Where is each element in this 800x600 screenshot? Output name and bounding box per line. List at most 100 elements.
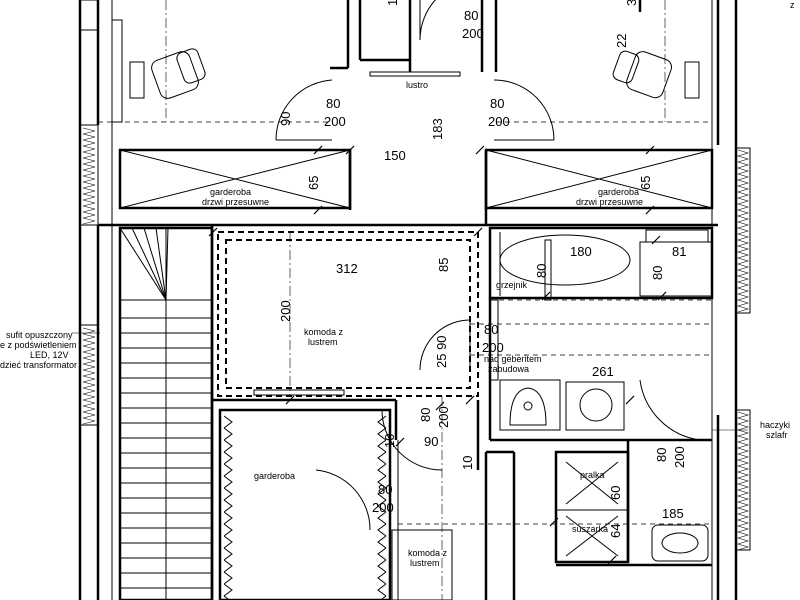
dim-tick xyxy=(465,395,475,405)
dim-tick xyxy=(473,227,483,237)
room-labels: lustro garderoba drzwi przesuwne gardero… xyxy=(202,0,795,568)
stair-winder xyxy=(165,227,169,301)
dim-60: 60 xyxy=(608,486,623,500)
dim-185: 185 xyxy=(662,506,684,521)
sink-box xyxy=(565,381,625,431)
window-left-low xyxy=(79,324,99,426)
label-suszarka: suszarka xyxy=(572,524,608,534)
hanger-mark xyxy=(377,415,387,429)
hanger-mark xyxy=(223,451,233,465)
desk-chair-right xyxy=(612,50,700,99)
hanger-mark xyxy=(223,523,233,537)
dim-150: 150 xyxy=(384,148,406,163)
dim-tick xyxy=(435,401,445,411)
dim-183: 183 xyxy=(430,118,445,140)
note-line-2: e z podświetleniem xyxy=(0,340,77,350)
dim-65: 65 xyxy=(638,176,653,190)
dim-80: 80 xyxy=(490,96,504,111)
hanger-mark xyxy=(223,511,233,525)
window-hatch xyxy=(736,411,750,551)
window-right-mid xyxy=(735,147,751,314)
hanger-mark xyxy=(377,451,387,465)
dim-tick xyxy=(625,395,635,405)
dim-tick xyxy=(657,291,667,301)
dim-25-90: 25 90 xyxy=(434,335,449,368)
dim-36: 36 xyxy=(624,0,639,6)
hanger-mark xyxy=(377,559,387,573)
hanger-mark xyxy=(223,487,233,501)
dim-65: 65 xyxy=(306,176,321,190)
dim-80: 80 xyxy=(654,448,669,462)
label-lustrem: lustrem xyxy=(308,337,338,347)
dim-200: 200 xyxy=(278,300,293,322)
mirror xyxy=(369,71,461,77)
window-right-low xyxy=(735,409,751,551)
window-left-mid xyxy=(79,124,99,226)
label-haczyki: haczyki xyxy=(760,420,790,430)
dim-200: 200 xyxy=(324,114,346,129)
label-komoda: komoda z xyxy=(408,548,448,558)
suspended-ceiling xyxy=(217,231,479,397)
dim-tick xyxy=(345,145,355,155)
ceiling-note: sufit opuszczony e z podświetleniem LED,… xyxy=(0,330,748,431)
dim-180: 180 xyxy=(570,244,592,259)
hanger-mark xyxy=(223,535,233,549)
dim-80: 80 xyxy=(534,264,549,278)
wc-frame xyxy=(499,379,561,431)
dim-tick xyxy=(285,395,295,405)
hanger-mark xyxy=(377,535,387,549)
dim-200: 200 xyxy=(372,500,394,515)
hanger-mark xyxy=(377,499,387,513)
hanger-mark xyxy=(223,427,233,441)
dim-90: 90 xyxy=(278,112,293,126)
dim-tick xyxy=(645,145,655,155)
dim-261: 261 xyxy=(592,364,614,379)
bathroom xyxy=(470,226,714,442)
label-komoda: komoda z xyxy=(304,327,344,337)
note-line-1: sufit opuszczony xyxy=(6,330,73,340)
window-hatches xyxy=(82,127,750,551)
dim-200: 200 xyxy=(482,340,504,355)
note-line-3: LED, 12V xyxy=(30,350,69,360)
hanger-mark xyxy=(377,571,387,585)
label-pralka: pralka xyxy=(580,470,605,480)
window-hatch xyxy=(82,127,96,225)
hanger-mark xyxy=(223,571,233,585)
dim-tick xyxy=(645,205,655,215)
window-hatch xyxy=(82,327,96,425)
stair-winder xyxy=(143,227,167,301)
hanger-mark xyxy=(223,583,233,597)
outer-walls xyxy=(78,0,751,600)
dim-80: 80 xyxy=(418,408,433,422)
dim-90: 90 xyxy=(424,434,438,449)
dimension-texts: 18 80 200 22 36 90 80 200 183 80 200 150… xyxy=(278,0,687,538)
window-hatch xyxy=(736,149,750,313)
washbasin xyxy=(651,524,709,562)
dim-200: 200 xyxy=(488,114,510,129)
dim-85: 85 xyxy=(436,258,451,272)
hanger-mark xyxy=(377,487,387,501)
dim-80: 80 xyxy=(464,8,478,23)
hanger-mark xyxy=(223,475,233,489)
dim-tick xyxy=(607,555,617,565)
label-garderoba: garderoba xyxy=(254,471,295,481)
hanger-mark xyxy=(223,439,233,453)
hanger-mark xyxy=(223,499,233,513)
label-lustro: lustro xyxy=(406,80,428,90)
dim-200: 200 xyxy=(462,26,484,41)
comode-strip-1 xyxy=(253,389,345,396)
dim-tick xyxy=(395,437,405,447)
label-garderoba: garderoba xyxy=(210,187,251,197)
dim-200: 200 xyxy=(672,446,687,468)
dim-tick xyxy=(541,291,551,301)
desk-chair-left xyxy=(129,48,206,99)
hanger-mark xyxy=(377,511,387,525)
window-left-top xyxy=(79,0,99,31)
hanger-mark xyxy=(377,547,387,561)
hanger-mark xyxy=(377,439,387,453)
hanger-mark xyxy=(377,523,387,537)
dim-22: 22 xyxy=(614,34,629,48)
label-grzejnik: grzejnik xyxy=(496,280,528,290)
hanger-mark xyxy=(379,595,387,600)
